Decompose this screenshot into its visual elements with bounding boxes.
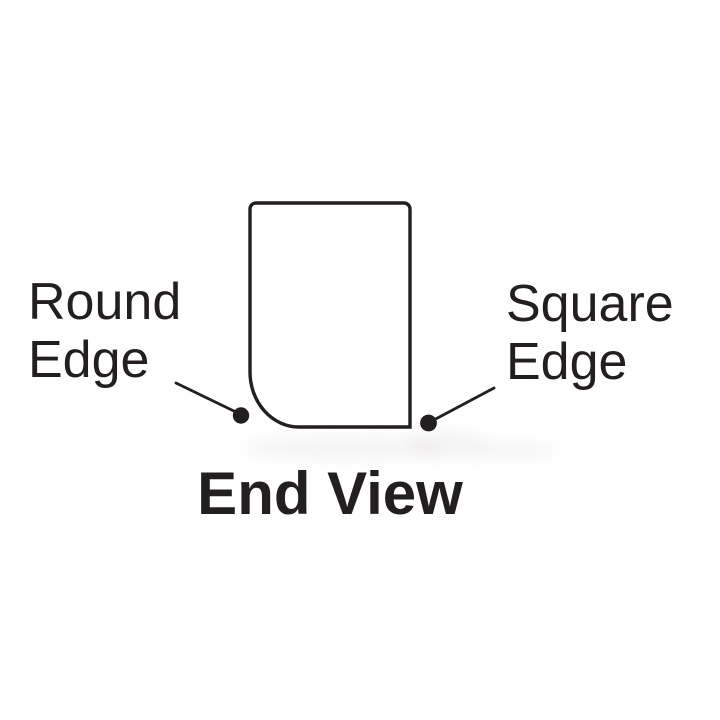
shadow-smudge	[408, 431, 488, 458]
round-edge-marker-dot	[232, 407, 250, 424]
square-edge-marker-dot	[420, 414, 437, 432]
round-edge-label: Round Edge	[28, 273, 182, 389]
shadow-smudge	[470, 443, 560, 458]
end-view-caption: End View	[197, 460, 463, 527]
board-profile-outline	[248, 201, 412, 429]
round-edge-leader-line	[174, 381, 242, 416]
shadow-smudge	[243, 436, 448, 460]
square-edge-leader-line	[428, 386, 496, 424]
square-edge-label: Square Edge	[506, 275, 674, 391]
